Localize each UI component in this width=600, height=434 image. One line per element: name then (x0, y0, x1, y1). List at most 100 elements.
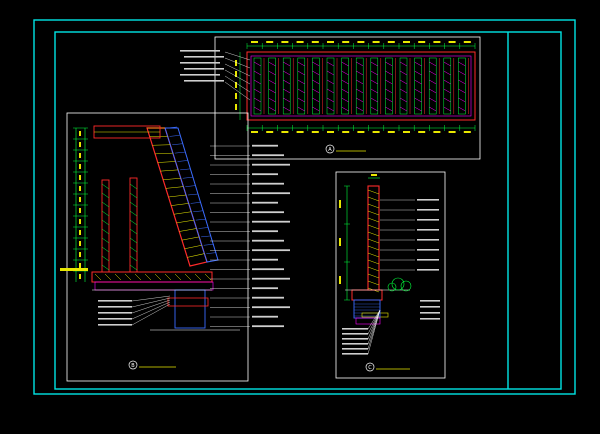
view-b-dim-label (79, 197, 81, 202)
view-b-note-leader (131, 303, 171, 326)
view-b-leader-note (252, 220, 290, 223)
view-a-dim-label (357, 131, 365, 133)
view-a-strip-hatch (385, 70, 393, 76)
view-a-strip-hatch (253, 61, 262, 67)
view-a-dim-label (418, 41, 426, 43)
view-c-wall-hatch (354, 189, 389, 318)
view-b-leader-note (252, 287, 278, 290)
view-a-strip-hatch (326, 88, 335, 94)
view-b-wall-hatch (147, 126, 217, 258)
view-b-slope-block (169, 135, 180, 137)
view-b-slope-block (166, 126, 178, 129)
view-c-wall-course (367, 266, 380, 272)
view-a-dim-label (357, 41, 365, 43)
view-b-leaders (210, 144, 290, 328)
view-a-strip-hatch (356, 106, 364, 112)
view-a-dim-label (266, 131, 274, 133)
view-a-dim-label (251, 41, 258, 43)
view-a-strip (428, 57, 437, 115)
view-b-dim-label (79, 263, 81, 268)
view-b-post-course (101, 255, 110, 262)
view-b-leader-note (252, 211, 284, 214)
view-b-slope-course (155, 152, 173, 155)
view-c-wall-course (367, 273, 380, 279)
view-b-leader-note (252, 325, 284, 328)
view-a-strip (282, 57, 291, 115)
view-c-wall-course (367, 203, 380, 209)
view-a-strip-hatch (297, 79, 305, 85)
view-a-dim-label (463, 131, 471, 133)
view-a-strip-hatch (370, 61, 378, 67)
view-b-slab-hatch (94, 273, 102, 281)
view-a-strip (414, 57, 422, 115)
view-a-marker-circle (325, 144, 335, 154)
view-b-slope-course (176, 219, 194, 224)
view-b-slope-block (172, 143, 183, 146)
view-b-note (98, 306, 132, 308)
view-a-strip-hatch (268, 70, 276, 76)
view-a-strip-hatch (414, 106, 422, 112)
view-a-strip-hatch (297, 106, 305, 112)
view-b-slope-course (184, 244, 202, 250)
view-c-wall-course (367, 231, 380, 237)
view-b-slab-hatch (184, 273, 192, 281)
view-b-slope-block (174, 151, 185, 154)
view-a-strip-hatch (385, 79, 393, 85)
view-a-leader (224, 81, 251, 101)
view-c-dim-label (339, 238, 341, 246)
view-a-strip-hatch (356, 88, 364, 94)
view-a-strip (370, 57, 379, 115)
view-a-strip-hatch (443, 88, 451, 94)
view-c-wall-course (367, 196, 380, 202)
view-c-leader-note (417, 209, 439, 211)
view-b-leader-note (252, 268, 284, 271)
view-a-dim-label (372, 131, 380, 133)
view-c-bottom-leader (367, 309, 381, 330)
view-a-leader-note (180, 50, 220, 52)
view-a-dim-label (311, 41, 319, 43)
view-b-leader-note (252, 277, 290, 280)
view-b-slab-hatch (124, 273, 132, 281)
view-b-dim-label (79, 274, 81, 279)
view-a-strip-hatch (458, 70, 466, 76)
view-a-leader (224, 63, 251, 77)
view-a-dim-label (387, 41, 395, 43)
view-a-strip-hatch (356, 97, 364, 103)
view-a-strip-hatch (414, 70, 422, 76)
view-b-marker: B (131, 363, 135, 369)
view-a-side-dim-label (235, 82, 237, 88)
view-a-strip-hatch (268, 88, 276, 94)
view-b-viewport (66, 112, 249, 382)
view-a-dim-label (296, 41, 304, 43)
view-a-strip-hatch (458, 61, 466, 67)
view-b-leader-note (252, 144, 278, 147)
view-b-dim-label (79, 131, 81, 136)
view-c-top-dim-label (371, 174, 377, 176)
view-c-wall-course (367, 217, 380, 223)
view-a-leader-note (184, 80, 224, 82)
view-a-dim-label (281, 131, 289, 133)
view-a-side-dim-label (235, 60, 237, 66)
view-b-left-notes (98, 295, 171, 326)
view-c-leaders (342, 199, 440, 355)
view-a-viewport (214, 36, 481, 160)
view-c-wall-course (367, 259, 380, 265)
view-a-dim-label (296, 131, 304, 133)
view-c-wall-course (367, 210, 380, 216)
view-a-strip-hatch (429, 88, 437, 94)
view-b-post-course (129, 192, 138, 199)
view-b-leader-note (252, 201, 278, 204)
view-b-slope-course (163, 177, 181, 181)
view-b-slab-hatch (144, 273, 152, 281)
view-a-side-dim-label (235, 93, 237, 99)
view-b-post-course (101, 210, 110, 217)
view-a-strip-hatch (370, 70, 378, 76)
view-c-leader-note (417, 199, 439, 201)
view-b-slab-hatch (134, 273, 142, 281)
view-c-leader-note (417, 249, 439, 251)
view-c-bottom-leader (367, 309, 381, 355)
view-b-slab-hatch (194, 273, 202, 281)
view-a-leader (224, 57, 251, 69)
view-a-brick-pattern (253, 57, 469, 115)
view-a-dim-label (403, 41, 410, 43)
